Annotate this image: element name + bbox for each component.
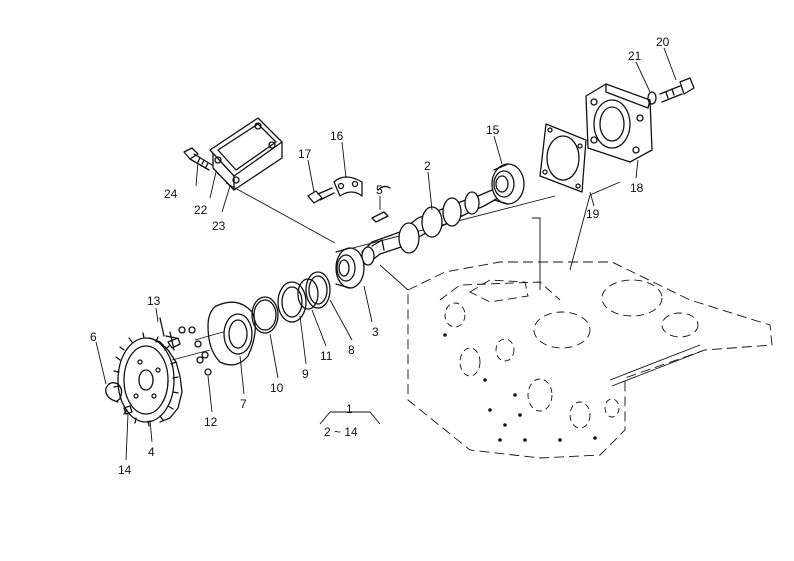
callout-20: 20 (656, 35, 670, 49)
part-6-clip (105, 382, 123, 403)
callout-18: 18 (630, 181, 644, 195)
part-24-bolt (183, 147, 213, 171)
callout-5: 5 (376, 183, 383, 197)
part-9-collar (277, 281, 307, 323)
callout-8: 8 (348, 343, 355, 357)
part-5-key (371, 211, 389, 223)
callout-7: 7 (240, 397, 247, 411)
part-4-gear (113, 332, 183, 427)
part-8-snap-ring (305, 271, 331, 309)
callout-17: 17 (298, 147, 312, 161)
callout-2: 2 (424, 159, 431, 173)
part-15-bearing (491, 163, 525, 205)
callout-14: 14 (118, 463, 132, 477)
callout-10: 10 (270, 381, 284, 395)
callout-3: 3 (372, 325, 379, 339)
callout-labels: 1 2 ~ 14 2 3 4 5 6 7 8 9 10 11 12 13 14 … (90, 35, 670, 477)
part-2-camshaft (361, 189, 499, 266)
part-19-gasket (539, 123, 587, 193)
callout-15: 15 (486, 123, 500, 137)
part-17-bolt (307, 187, 335, 204)
callout-11: 11 (320, 349, 333, 363)
part-10-o-ring (251, 296, 279, 334)
part-14-pin (123, 405, 133, 415)
callout-6: 6 (90, 330, 97, 344)
part-7-hub-washer (207, 301, 256, 366)
callout-4: 4 (148, 445, 155, 459)
engine-block (407, 261, 773, 459)
callout-19: 19 (586, 207, 600, 221)
part-3-bearing (335, 247, 365, 289)
part-11-ring (297, 278, 319, 310)
part-12-pins (178, 326, 212, 376)
part-18-housing (585, 83, 653, 163)
callout-13: 13 (147, 294, 161, 308)
callout-9: 9 (302, 367, 309, 381)
callout-1-range: 2 ~ 14 (324, 425, 358, 439)
part-22-23-cover (209, 117, 283, 191)
part-13-bolt (159, 317, 177, 351)
callout-24: 24 (164, 187, 178, 201)
callout-21: 21 (628, 49, 642, 63)
callout-leaders (95, 47, 677, 461)
part-21-washer (647, 91, 657, 105)
part-20-bolt (659, 77, 695, 103)
callout-12: 12 (204, 415, 218, 429)
part-16-thrust-plate (333, 176, 391, 197)
callout-23: 23 (212, 219, 226, 233)
callout-22: 22 (194, 203, 208, 217)
callout-1: 1 (346, 402, 353, 416)
callout-16: 16 (330, 129, 344, 143)
